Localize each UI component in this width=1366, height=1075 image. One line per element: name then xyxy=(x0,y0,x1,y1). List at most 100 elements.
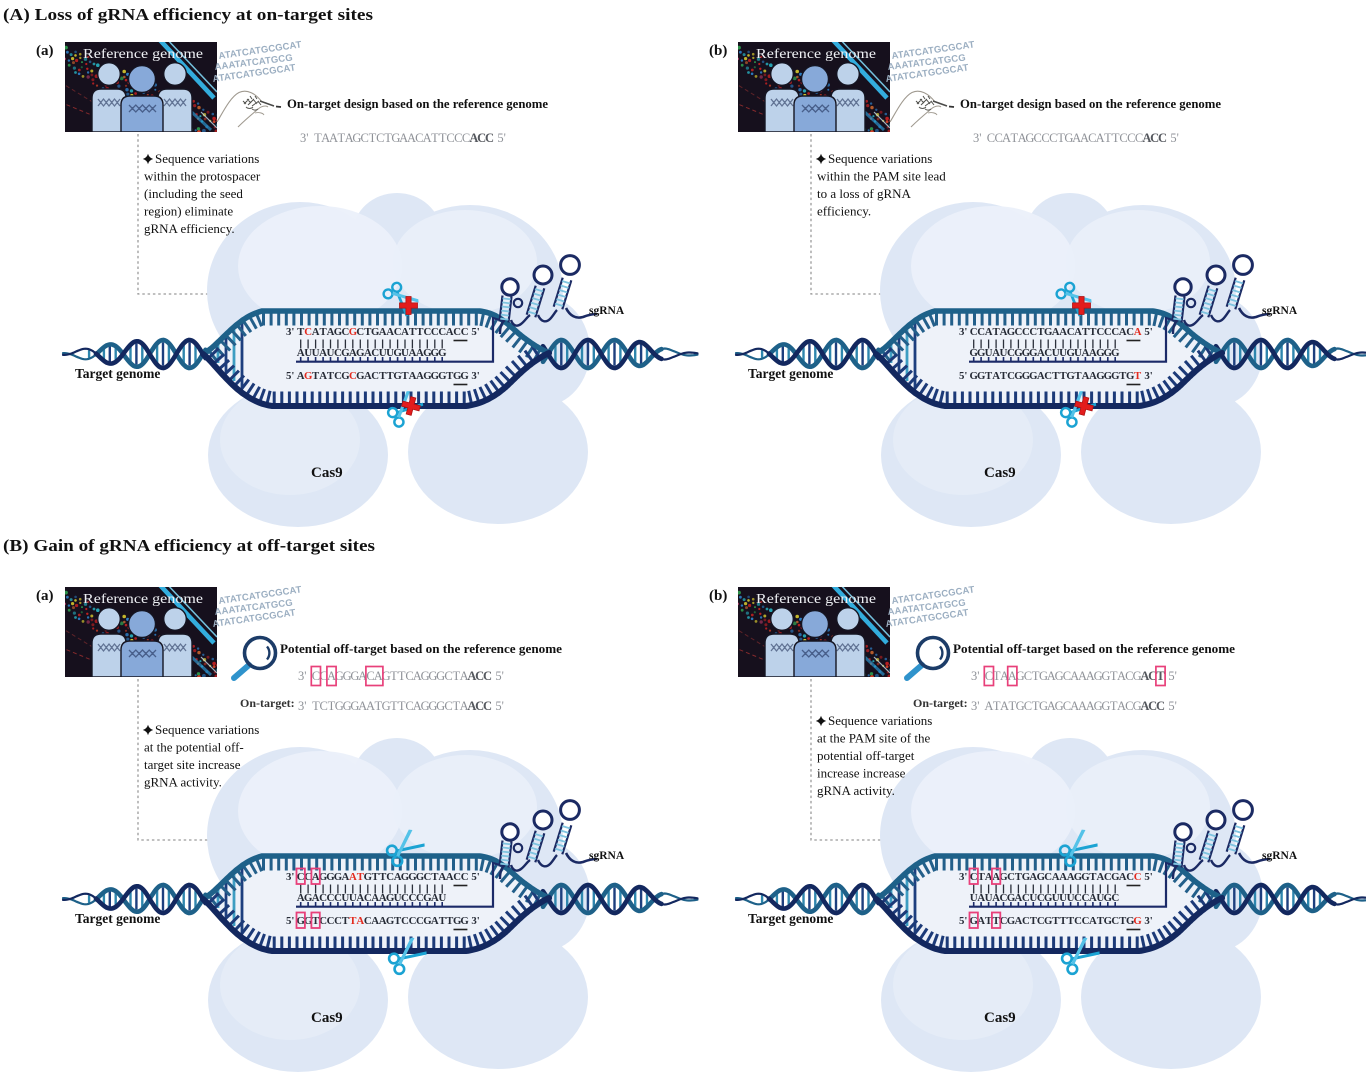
svg-text:A: A xyxy=(1018,131,1027,145)
svg-text:C: C xyxy=(1034,131,1042,145)
svg-text:G: G xyxy=(1029,370,1038,382)
svg-text:T: T xyxy=(1032,699,1040,713)
svg-text:A: A xyxy=(1078,699,1087,713)
svg-text:C: C xyxy=(453,871,461,883)
svg-text:G: G xyxy=(1014,347,1023,359)
svg-text:C: C xyxy=(1007,871,1015,883)
svg-text:T: T xyxy=(1059,370,1067,382)
svg-text:C: C xyxy=(1024,699,1032,713)
svg-text:T: T xyxy=(374,699,382,713)
svg-text:A: A xyxy=(297,347,305,359)
svg-text:C: C xyxy=(1126,871,1134,883)
svg-text:U: U xyxy=(349,892,357,904)
svg-text:C: C xyxy=(987,131,995,145)
svg-text:5': 5' xyxy=(1144,326,1152,338)
svg-text:T: T xyxy=(992,326,1000,338)
svg-text:C: C xyxy=(405,669,413,683)
svg-text:G: G xyxy=(401,871,410,883)
svg-text:T: T xyxy=(1057,131,1065,145)
svg-text:G: G xyxy=(1039,699,1048,713)
svg-text:T: T xyxy=(439,131,447,145)
svg-text:G: G xyxy=(350,669,359,683)
svg-text:T: T xyxy=(1110,699,1118,713)
svg-text:T: T xyxy=(1067,915,1075,927)
svg-text:T: T xyxy=(439,915,447,927)
svg-text:A: A xyxy=(321,131,330,145)
svg-text:A: A xyxy=(1119,871,1127,883)
svg-text:C: C xyxy=(438,326,446,338)
svg-text:A: A xyxy=(358,669,367,683)
svg-text:A: A xyxy=(1082,370,1090,382)
svg-text:C: C xyxy=(1104,871,1112,883)
svg-text:3': 3' xyxy=(971,699,980,713)
svg-text:G: G xyxy=(1016,699,1025,713)
svg-text:C: C xyxy=(416,915,424,927)
svg-text:C: C xyxy=(1041,131,1049,145)
svg-text:G: G xyxy=(1094,699,1103,713)
svg-text:T: T xyxy=(379,370,387,382)
svg-text:T: T xyxy=(1000,370,1008,382)
svg-text:U: U xyxy=(341,892,349,904)
svg-text:C: C xyxy=(1029,326,1037,338)
svg-text:C: C xyxy=(1111,892,1119,904)
svg-text:T: T xyxy=(394,915,402,927)
svg-text:C: C xyxy=(304,871,312,883)
svg-text:G: G xyxy=(1111,347,1120,359)
svg-text:G: G xyxy=(296,915,305,927)
svg-text:A: A xyxy=(1140,669,1149,683)
svg-text:A: A xyxy=(423,131,432,145)
svg-text:A: A xyxy=(1070,669,1079,683)
svg-text:A: A xyxy=(345,131,354,145)
svg-text:T: T xyxy=(342,915,350,927)
svg-text:T: T xyxy=(446,915,454,927)
svg-text:T: T xyxy=(398,699,406,713)
svg-text:C: C xyxy=(371,370,379,382)
svg-text:T: T xyxy=(1082,326,1090,338)
svg-text:T: T xyxy=(364,326,372,338)
svg-text:A: A xyxy=(407,131,416,145)
svg-text:G: G xyxy=(364,871,373,883)
svg-text:G: G xyxy=(436,699,445,713)
svg-text:T: T xyxy=(446,370,454,382)
svg-text:T: T xyxy=(416,326,424,338)
svg-text:A: A xyxy=(1140,699,1149,713)
svg-text:G: G xyxy=(1096,370,1105,382)
svg-text:C: C xyxy=(1135,131,1143,145)
svg-text:A: A xyxy=(379,892,387,904)
svg-text:A: A xyxy=(1119,326,1127,338)
svg-text:U: U xyxy=(1000,347,1008,359)
svg-text:A: A xyxy=(1089,892,1097,904)
svg-text:target site increase: target site increase xyxy=(144,757,241,772)
svg-text:T: T xyxy=(985,370,993,382)
svg-text:5': 5' xyxy=(497,131,506,145)
svg-text:G: G xyxy=(431,347,440,359)
svg-text:G: G xyxy=(1007,892,1016,904)
svg-text:G: G xyxy=(416,871,425,883)
svg-text:G: G xyxy=(1007,326,1016,338)
svg-text:T: T xyxy=(386,370,394,382)
svg-text:A: A xyxy=(1059,326,1067,338)
svg-text:A: A xyxy=(1078,669,1087,683)
svg-text:C: C xyxy=(304,326,312,338)
svg-text:3': 3' xyxy=(959,326,967,338)
svg-text:A: A xyxy=(985,326,993,338)
svg-text:G: G xyxy=(1007,915,1016,927)
svg-text:A: A xyxy=(297,370,305,382)
svg-text:5': 5' xyxy=(286,915,294,927)
svg-text:G: G xyxy=(1014,370,1023,382)
svg-text:C: C xyxy=(1000,892,1008,904)
svg-text:efficiency.: efficiency. xyxy=(817,204,871,219)
svg-text:A: A xyxy=(413,669,422,683)
svg-text:C: C xyxy=(364,915,372,927)
svg-text:C: C xyxy=(1126,326,1134,338)
svg-text:C: C xyxy=(1074,892,1082,904)
svg-text:A: A xyxy=(1052,871,1060,883)
svg-text:T: T xyxy=(1134,370,1142,382)
svg-text:A: A xyxy=(312,871,320,883)
svg-text:U: U xyxy=(394,892,402,904)
svg-text:C: C xyxy=(409,892,417,904)
svg-text:A: A xyxy=(327,669,336,683)
svg-text:G: G xyxy=(1101,669,1110,683)
svg-text:A: A xyxy=(1059,871,1067,883)
svg-text:C: C xyxy=(461,871,469,883)
